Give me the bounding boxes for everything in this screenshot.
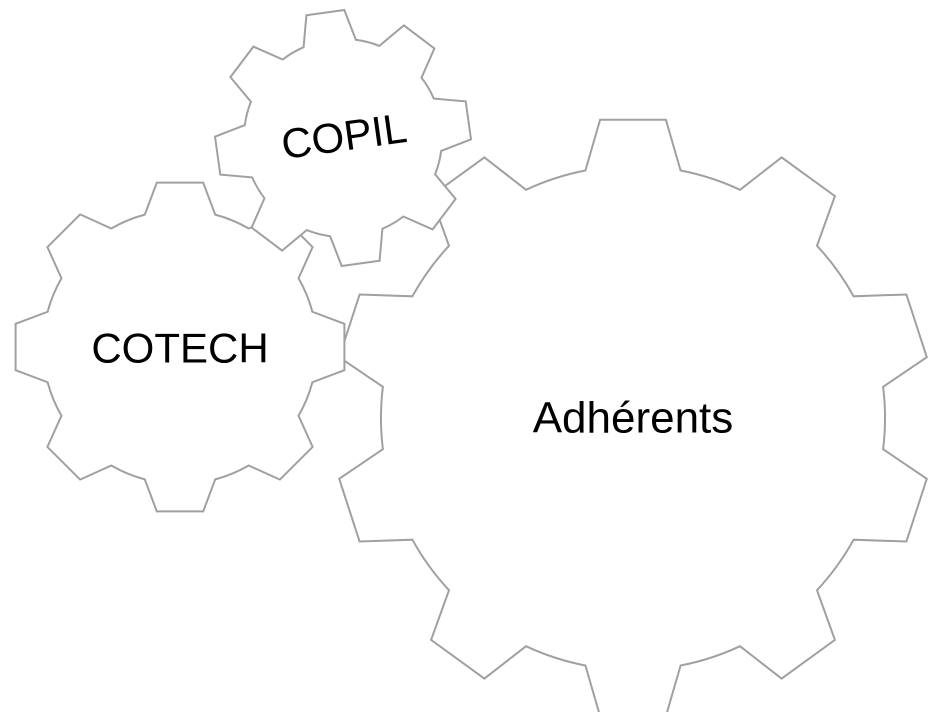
gear-copil-outline (213, 8, 473, 268)
gear-adherents-outline (338, 118, 928, 712)
gear-copil: COPIL (213, 8, 473, 268)
gear-cotech-outline (14, 181, 346, 513)
gear-cotech: COTECH (14, 181, 346, 513)
gear-adherents-label: Adhérents (533, 394, 734, 443)
gear-adherents: Adhérents (338, 118, 928, 712)
gear-cotech-label: COTECH (91, 325, 268, 372)
